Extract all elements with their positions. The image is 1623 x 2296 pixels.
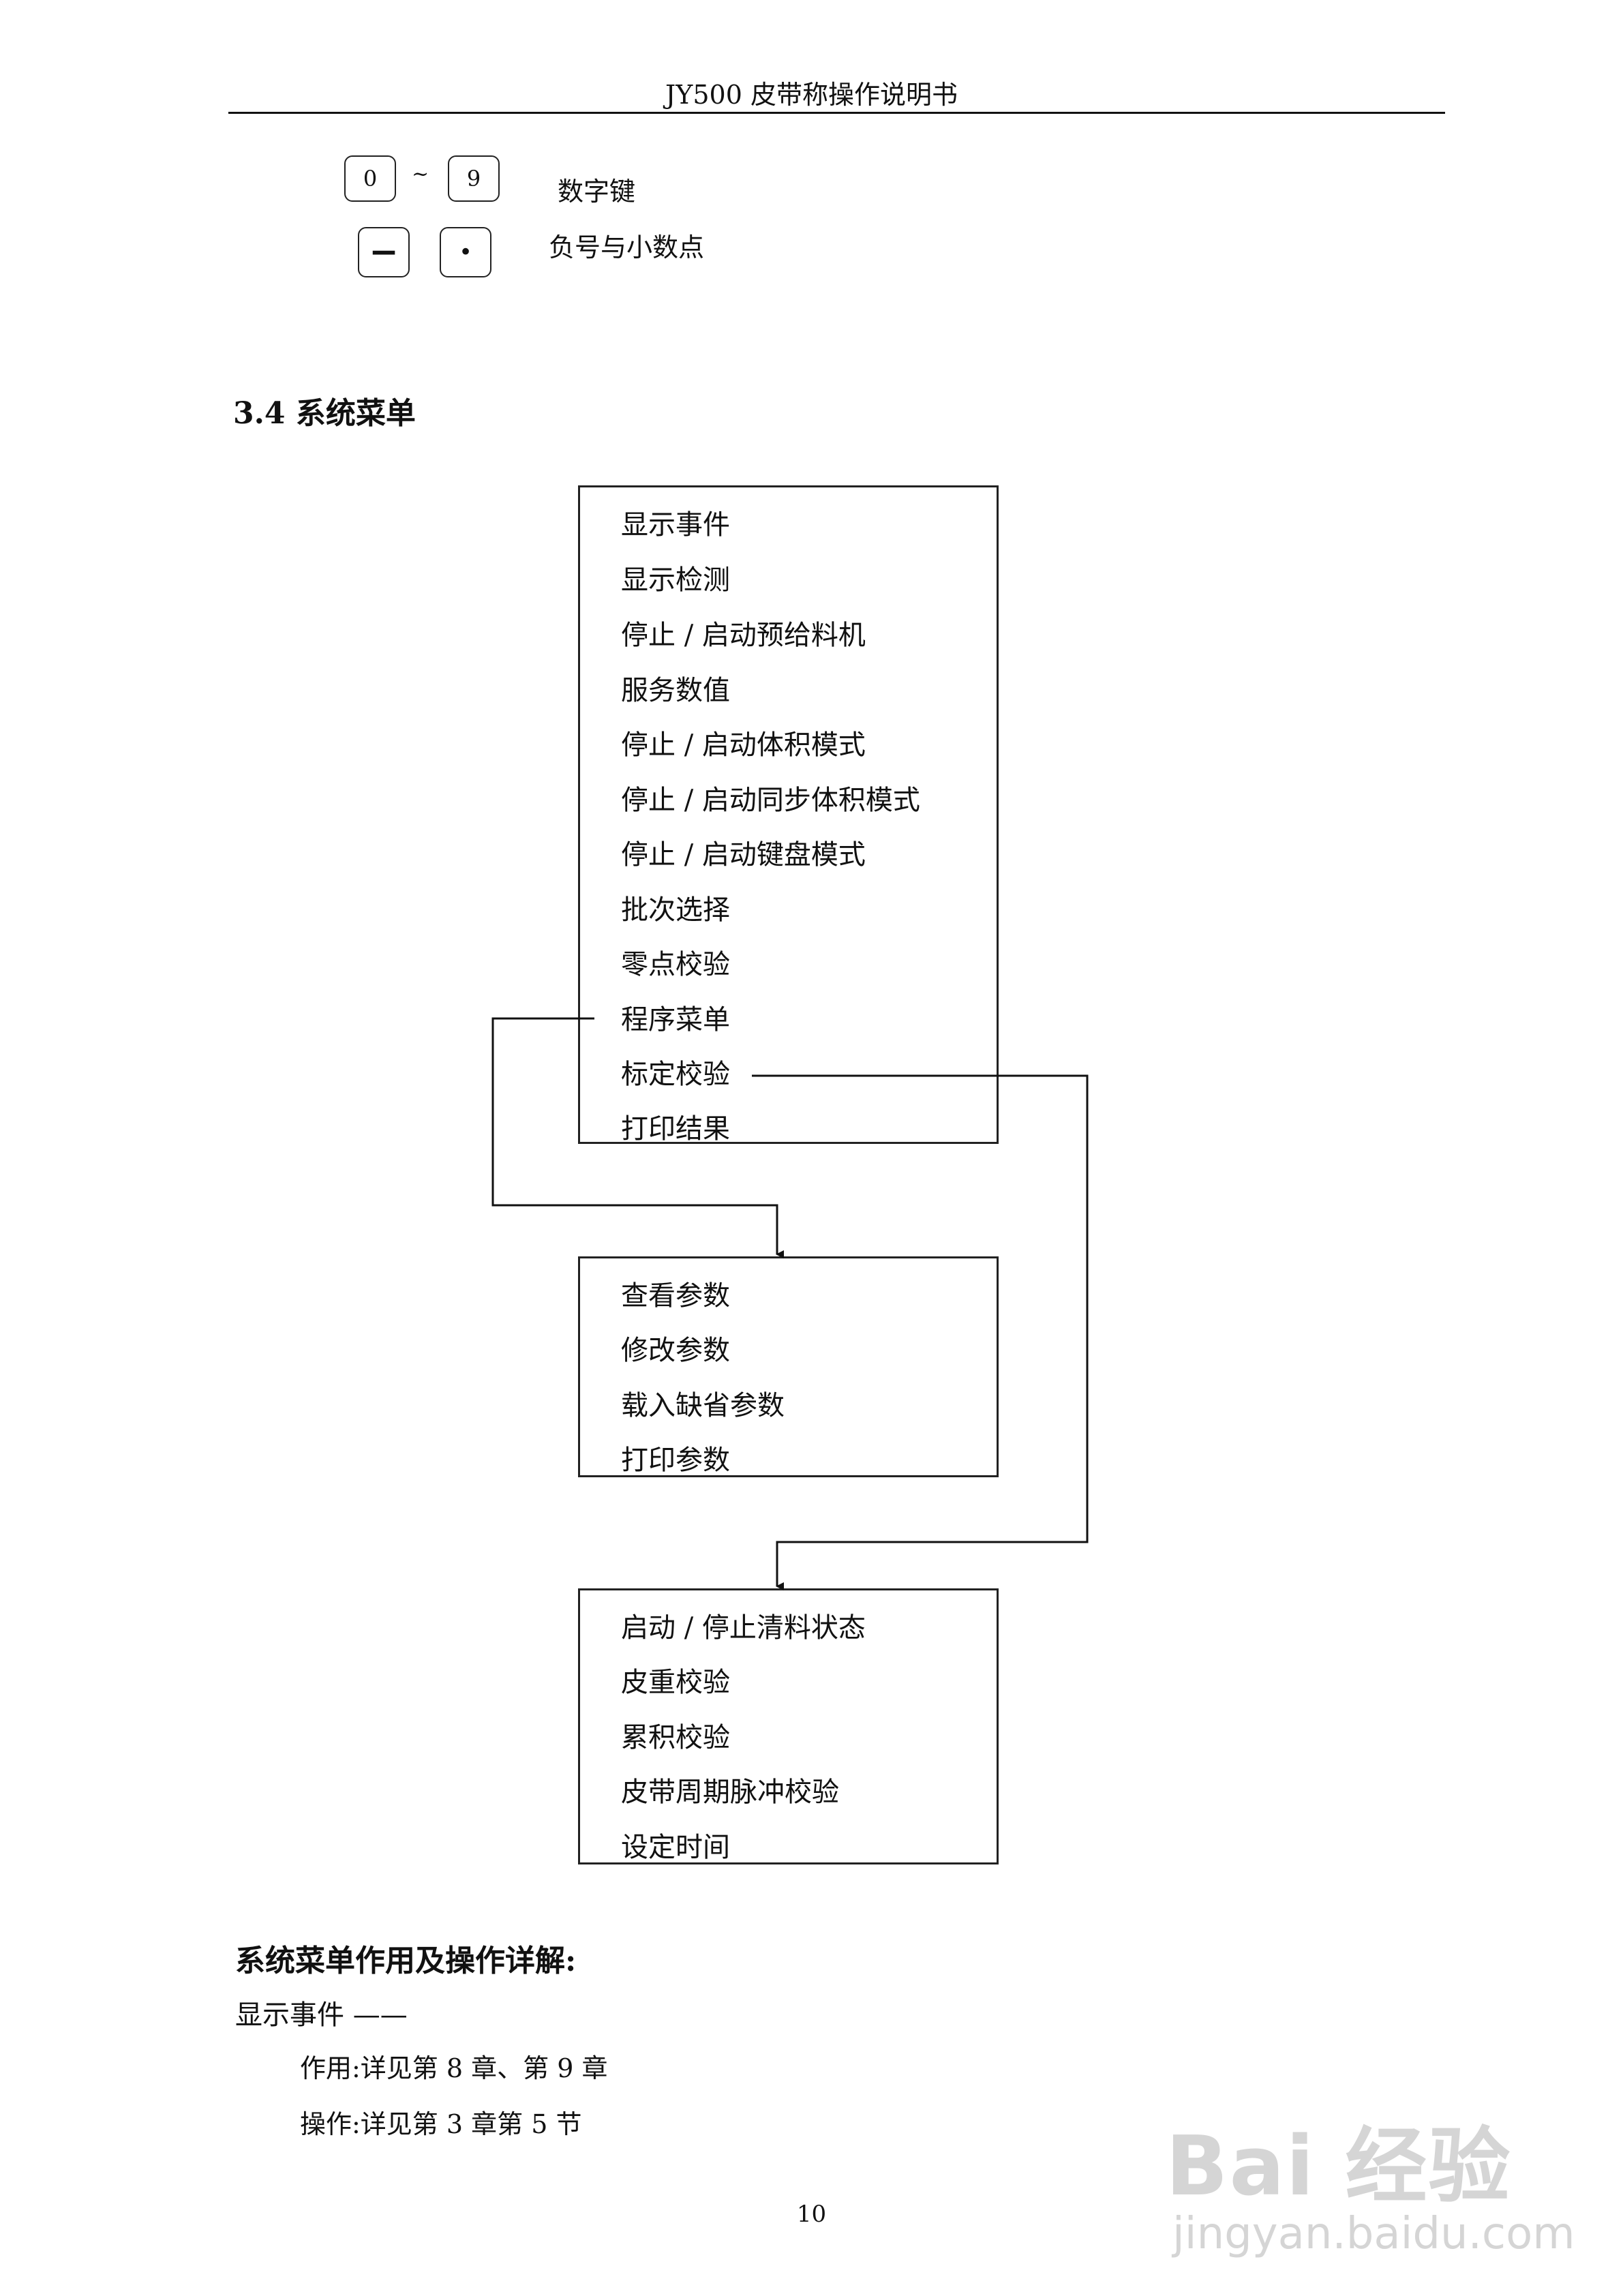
- menu-item-edit-parameters: 修改参数: [621, 1335, 730, 1366]
- menu-item-batch-select: 批次选择: [621, 894, 730, 926]
- document-header-title: JY500 皮带称操作说明书: [665, 80, 958, 110]
- menu-item-clear-material: 启动 / 停止清料状态: [621, 1612, 866, 1644]
- calibration-menu-arrow: [752, 1074, 1089, 1590]
- detail-function-line: 作用:详见第 8 章、第 9 章: [300, 2053, 608, 2083]
- menu-item-prefeeder: 停止 / 启动预给料机: [621, 620, 866, 651]
- range-tilde: ~: [412, 162, 429, 186]
- key-label: 0: [363, 166, 378, 192]
- menu-item-span-calibration: 标定校验: [621, 1059, 730, 1090]
- header-divider: [228, 112, 1445, 114]
- calibration-submenu-box: 启动 / 停止清料状态 皮重校验 累积校验 皮带周期脉冲校验 设定时间: [578, 1588, 999, 1864]
- menu-item-keyboard-mode: 停止 / 启动键盘模式: [621, 839, 866, 871]
- watermark-url: jingyan.baidu.com: [1172, 2209, 1575, 2259]
- sign-decimal-keys-description: 负号与小数点: [549, 232, 705, 262]
- digit-key-0: 0: [344, 155, 396, 202]
- menu-item-print-results: 打印结果: [621, 1113, 730, 1145]
- menu-item-display-check: 显示检测: [621, 564, 730, 596]
- menu-item-belt-pulse-calibration: 皮带周期脉冲校验: [621, 1777, 839, 1808]
- menu-item-set-time: 设定时间: [621, 1832, 730, 1863]
- details-heading: 系统菜单作用及操作详解:: [235, 1944, 577, 1978]
- detail-item-title: 显示事件 ——: [235, 1999, 408, 2031]
- key-label: −: [369, 231, 399, 273]
- decimal-point-key: ·: [440, 227, 491, 277]
- key-label: ·: [459, 231, 472, 273]
- menu-item-zero-calibration: 零点校验: [621, 949, 730, 980]
- page-number: 10: [796, 2201, 827, 2228]
- menu-item-view-parameters: 查看参数: [621, 1280, 730, 1312]
- section-heading: 3.4 系统菜单: [233, 396, 416, 431]
- menu-item-display-events: 显示事件: [621, 509, 730, 541]
- menu-item-volume-mode: 停止 / 启动体积模式: [621, 729, 866, 761]
- menu-item-service-values: 服务数值: [621, 675, 730, 706]
- detail-operation-line: 操作:详见第 3 章第 5 节: [300, 2109, 582, 2139]
- menu-item-sync-volume-mode: 停止 / 启动同步体积模式: [621, 785, 920, 816]
- digit-key-9: 9: [448, 155, 500, 202]
- menu-item-load-defaults: 载入缺省参数: [621, 1390, 785, 1421]
- baidu-jingyan-watermark: Bai 经验 jingyan.baidu.com: [1166, 2100, 1575, 2284]
- digit-keys-description: 数字键: [558, 177, 636, 207]
- menu-item-totalizer-calibration: 累积校验: [621, 1722, 730, 1753]
- key-label: 9: [466, 166, 481, 192]
- program-submenu-box: 查看参数 修改参数 载入缺省参数 打印参数: [578, 1256, 999, 1477]
- menu-item-program-menu: 程序菜单: [621, 1004, 730, 1036]
- program-menu-arrow: [491, 1017, 784, 1258]
- minus-key: −: [358, 227, 410, 277]
- watermark-brand: Bai 经验: [1166, 2119, 1512, 2214]
- menu-item-tare-calibration: 皮重校验: [621, 1667, 730, 1698]
- menu-item-print-parameters: 打印参数: [621, 1445, 730, 1476]
- system-menu-box: 显示事件 显示检测 停止 / 启动预给料机 服务数值 停止 / 启动体积模式 停…: [578, 485, 999, 1145]
